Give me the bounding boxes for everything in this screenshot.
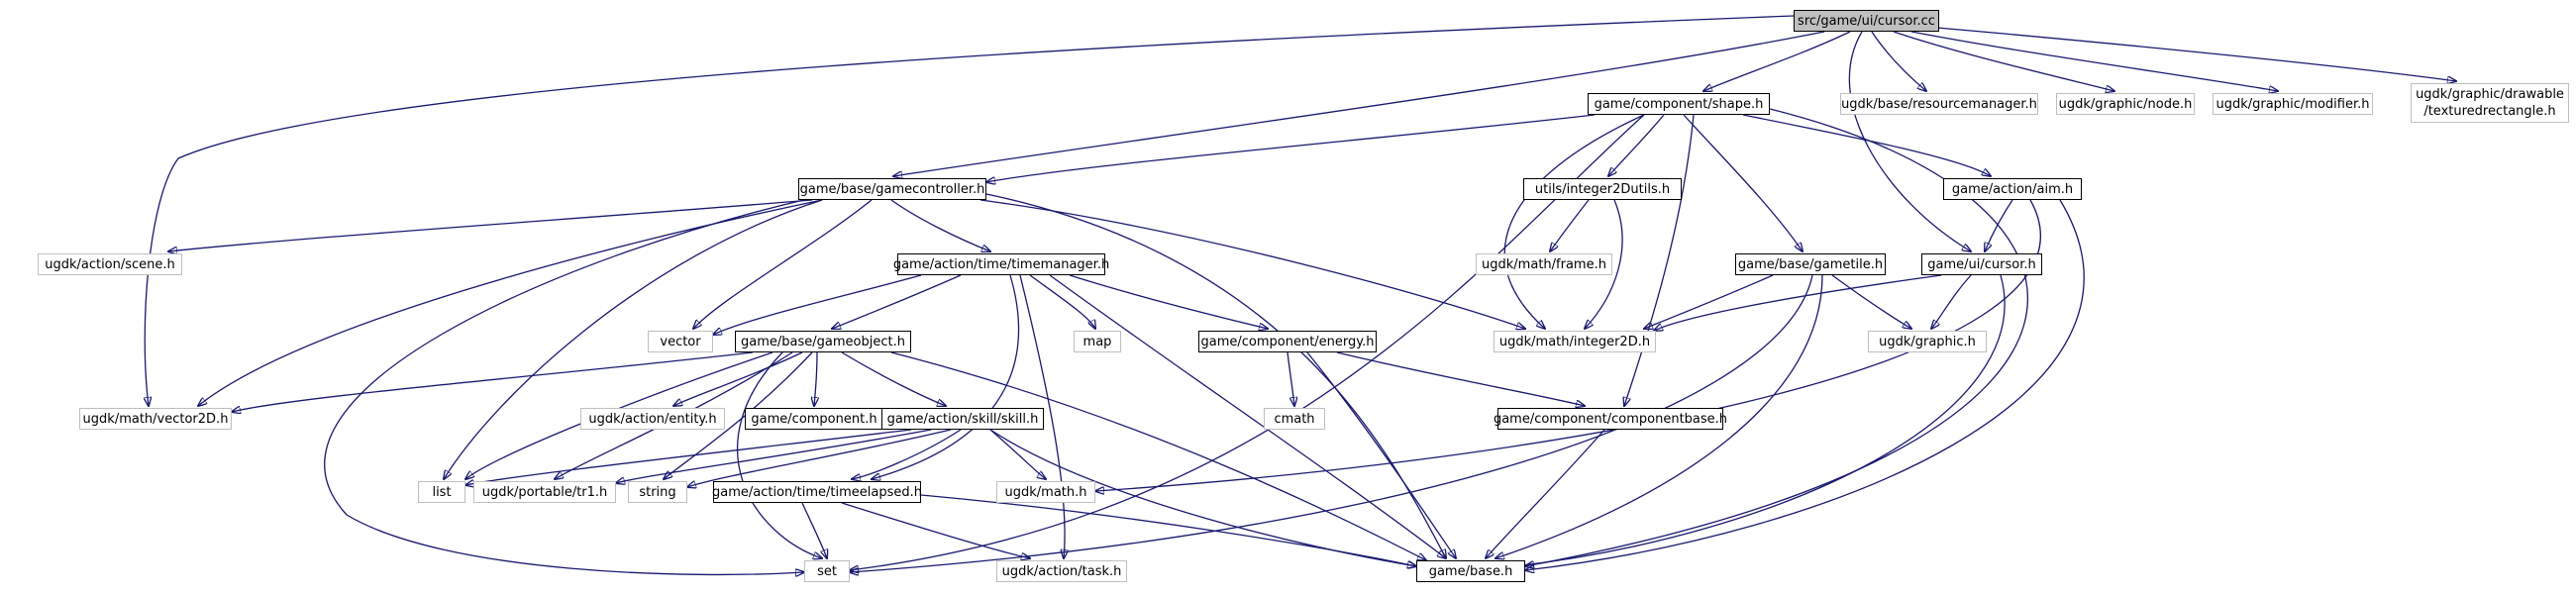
edge-timemanager-to-task (1019, 274, 1065, 558)
node-gametile[interactable]: game/base/gametile.h (1735, 253, 1886, 275)
node-string[interactable]: string (628, 481, 687, 503)
edge-timeelapsed-to-set (801, 502, 827, 558)
edge-gameobject-to-string (664, 351, 813, 479)
edge-skill-to-timeelapsed (852, 429, 962, 479)
node-shape[interactable]: game/component/shape.h (1588, 93, 1770, 115)
edge-skill-to-base (989, 429, 1416, 566)
node-gamecontroller[interactable]: game/base/gamecontroller.h (798, 178, 986, 200)
node-gameobject[interactable]: game/base/gameobject.h (735, 331, 911, 352)
edge-gametile-to-graphic (1831, 274, 1911, 329)
edge-skill-to-tr1 (616, 429, 932, 483)
node-entity[interactable]: ugdk/action/entity.h (580, 408, 725, 430)
node-vector[interactable]: vector (648, 331, 713, 352)
edge-cursor-cc-to-gamecontroller (893, 31, 1825, 176)
edge-shape-to-gamecontroller (986, 114, 1596, 182)
edge-cursor-cc-to-resourcemanager (1871, 31, 1926, 91)
node-tr1[interactable]: ugdk/portable/tr1.h (473, 481, 616, 503)
edge-timemanager-to-timeelapsed (872, 274, 1020, 479)
node-modifier[interactable]: ugdk/graphic/modifier.h (2213, 93, 2373, 115)
node-componentbase[interactable]: game/component/componentbase.h (1494, 408, 1727, 430)
node-aim[interactable]: game/action/aim.h (1943, 178, 2082, 200)
edge-integer2dutils-to-integer2d (1585, 199, 1623, 329)
node-ugdk-math[interactable]: ugdk/math.h (996, 481, 1095, 503)
node-scene[interactable]: ugdk/action/scene.h (38, 253, 182, 275)
node-component[interactable]: game/component.h (745, 408, 883, 430)
edge-gamecontroller-to-timemanager (890, 199, 990, 251)
edge-shape-to-aim (1742, 114, 1991, 176)
node-game-base[interactable]: game/base.h (1416, 560, 1525, 582)
edge-gamecontroller-to-vector2d (198, 199, 823, 406)
edge-skill-to-ugdkmath (989, 429, 1046, 479)
edge-gametile-to-base (1495, 274, 1823, 558)
edge-timemanager-to-map (1029, 274, 1095, 329)
edge-cursor-cc-to-shape (1703, 31, 1851, 91)
node-cmath[interactable]: cmath (1264, 408, 1325, 430)
node-timemanager[interactable]: game/action/time/timemanager.h (893, 253, 1109, 275)
edge-timemanager-to-gameobject (832, 274, 962, 329)
edge-gameobject-to-entity (673, 351, 803, 406)
node-integer2d[interactable]: ugdk/math/integer2D.h (1494, 331, 1656, 352)
edge-cursor-h-to-integer2d (1654, 274, 1942, 331)
node-set[interactable]: set (804, 560, 850, 582)
node-texturedrectangle[interactable]: ugdk/graphic/drawable /texturedrectangle… (2411, 83, 2569, 123)
edge-energy-to-cmath (1287, 351, 1294, 406)
node-timeelapsed[interactable]: game/action/time/timeelapsed.h (712, 481, 922, 503)
node-ugdk-graphic[interactable]: ugdk/graphic.h (1868, 331, 1987, 352)
edge-gamecontroller-to-integer2d (979, 199, 1525, 329)
edge-shape-to-base (1525, 108, 2029, 566)
node-vector2d[interactable]: ugdk/math/vector2D.h (79, 408, 232, 430)
edge-timemanager-to-base (1049, 274, 1446, 558)
node-task[interactable]: ugdk/action/task.h (996, 560, 1127, 582)
edge-timemanager-to-vector (713, 274, 922, 335)
edge-aim-to-base (1525, 199, 2085, 570)
edge-aim-to-cursor-h (1985, 199, 2013, 251)
edge-timemanager-to-energy (1069, 274, 1268, 329)
edge-cursor-cc-to-texturedrectangle (1936, 27, 2456, 81)
edge-gametile-to-integer2d (1644, 274, 1774, 329)
edge-shape-to-componentbase (1624, 114, 1695, 406)
edge-cursor-h-to-graphic (1931, 274, 1972, 329)
node-map[interactable]: map (1074, 331, 1121, 352)
node-energy[interactable]: game/component/energy.h (1198, 331, 1377, 352)
node-cursor-h[interactable]: game/ui/cursor.h (1921, 253, 2042, 275)
edge-gameobject-to-skill (841, 351, 946, 406)
edge-timeelapsed-to-base (920, 494, 1416, 566)
edge-energy-to-base (1306, 351, 1456, 558)
edge-shape-to-integer2dutils (1608, 114, 1665, 176)
edge-shape-to-integer2d (1503, 114, 1645, 329)
edge-gametile-to-set (850, 274, 1813, 572)
edge-cursor-h-to-base (1515, 274, 2006, 566)
edge-gamecontroller-to-vector (693, 199, 873, 329)
edge-cursor-cc-to-node (1893, 31, 2114, 91)
edge-gameobject-to-component (814, 351, 817, 406)
node-cursor-cc[interactable]: src/game/ui/cursor.cc (1794, 10, 1939, 32)
edge-gamecontroller-to-scene (168, 199, 813, 251)
node-frame[interactable]: ugdk/math/frame.h (1476, 253, 1612, 275)
edge-skill-to-list (465, 429, 912, 485)
edge-shape-to-gametile (1683, 114, 1803, 251)
edge-timeelapsed-to-task (841, 502, 1030, 558)
edge-gameobject-to-vector2d (232, 351, 754, 412)
node-list[interactable]: list (418, 481, 465, 503)
edge-componentbase-to-base (1486, 429, 1605, 558)
node-integer2dutils[interactable]: utils/integer2Dutils.h (1523, 178, 1682, 200)
edge-gamecontroller-to-set (324, 197, 813, 574)
node-resourcemanager[interactable]: ugdk/base/resourcemanager.h (1840, 93, 2038, 115)
edge-cursor-cc-to-cursor-h (1848, 31, 1971, 251)
edge-cursor-cc-to-modifier (1910, 31, 2278, 91)
edge-integer2dutils-to-frame (1550, 199, 1590, 251)
edge-gamecontroller-to-list (444, 199, 823, 479)
edge-gameobject-to-base (890, 351, 1426, 560)
node-skill[interactable]: game/action/skill/skill.h (881, 408, 1044, 430)
edge-gamecontroller-to-base (985, 193, 1446, 558)
edge-energy-to-componentbase (1336, 351, 1585, 406)
edge-skill-to-string (687, 429, 952, 487)
node-graphic-node[interactable]: ugdk/graphic/node.h (2056, 93, 2195, 115)
